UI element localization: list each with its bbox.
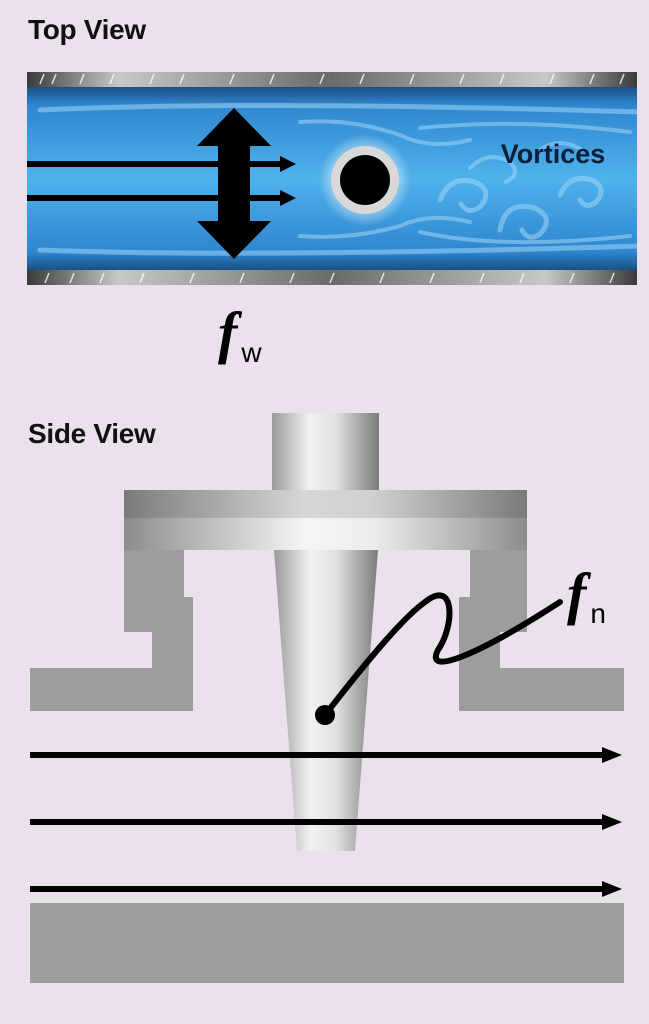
- fw-symbol: f: [218, 300, 243, 365]
- side-flow-arrowhead-2: [602, 814, 622, 830]
- fw-subscript: w: [240, 337, 262, 368]
- sensor-stem: [272, 413, 379, 490]
- fw-label: f w: [218, 300, 262, 368]
- sensor-flange: [124, 490, 527, 550]
- fn-subscript: n: [590, 598, 606, 629]
- fn-leader-line: [322, 592, 563, 718]
- side-view: f n: [30, 413, 624, 983]
- fn-leader-dot: [315, 705, 335, 725]
- oscillation-double-arrow-icon: [197, 108, 271, 259]
- side-housing-right: [459, 517, 624, 711]
- top-flow-arrowhead-1: [280, 156, 296, 172]
- top-pipe-wall-upper: [27, 72, 637, 87]
- fn-label: f n: [567, 561, 606, 629]
- top-pipe-wall-upper-hatch: [39, 73, 625, 85]
- top-pipe-wall-lower-hatch: [44, 272, 615, 284]
- vortices-label: Vortices: [501, 139, 606, 169]
- top-flow-arrowhead-2: [280, 190, 296, 206]
- side-housing-left: [30, 517, 193, 711]
- side-view-heading: Side View: [28, 418, 156, 449]
- side-flow-arrows: [30, 747, 622, 897]
- top-view-pipe: Vortices f w: [27, 72, 637, 368]
- bluff-body-core: [340, 155, 390, 205]
- sensor-flange-top-band: [124, 490, 527, 518]
- fn-symbol: f: [567, 561, 592, 626]
- side-flow-arrowhead-1: [602, 747, 622, 763]
- top-view-heading: Top View: [28, 14, 146, 45]
- vortex-streaks: [37, 102, 637, 256]
- sensor-probe: [274, 550, 378, 851]
- side-flow-arrowhead-3: [602, 881, 622, 897]
- side-pipe-bottom-wall: [30, 903, 624, 983]
